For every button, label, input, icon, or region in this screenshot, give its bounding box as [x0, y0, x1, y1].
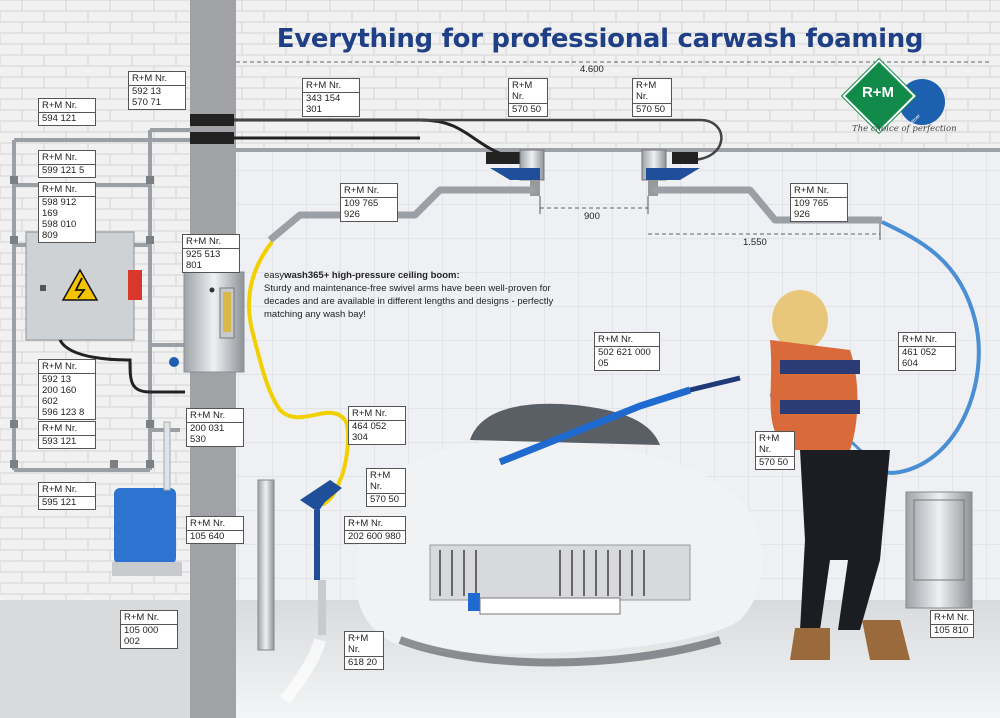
part-label: R+M Nr.200 031 530	[186, 408, 244, 447]
part-number: 593 121	[42, 436, 77, 447]
dimension-total-width: 4.600	[580, 64, 604, 75]
part-label-header: R+M Nr.	[341, 184, 397, 198]
part-number: 464 052 304	[352, 421, 387, 443]
part-number: 592 13	[132, 86, 162, 97]
part-label-header: R+M Nr.	[39, 151, 95, 165]
part-number: 109 765 926	[344, 198, 379, 220]
part-label-header: R+M Nr.	[39, 99, 95, 113]
part-label: R+M Nr.105 810	[930, 610, 974, 638]
description-block: easywash365+ high-pressure ceiling boom:…	[264, 269, 564, 321]
part-label: R+M Nr.570 50	[632, 78, 672, 117]
part-number: 202 600 980	[348, 531, 401, 542]
part-number: 570 50	[636, 104, 666, 115]
part-label: R+M Nr.594 121	[38, 98, 96, 126]
part-label: R+M Nr.109 765 926	[790, 183, 848, 222]
part-label-header: R+M Nr.	[791, 184, 847, 198]
part-label-header: R+M Nr.	[595, 333, 659, 347]
part-label: R+M Nr.464 052 304	[348, 406, 406, 445]
part-label: R+M Nr.595 121	[38, 482, 96, 510]
part-number: 200 031 530	[190, 423, 225, 445]
part-number: 599 121 5	[42, 165, 85, 176]
part-number: 105 810	[934, 625, 969, 636]
part-number: 592 13	[42, 374, 72, 385]
part-number: 109 765 926	[794, 198, 829, 220]
dimension-arm-length: 1.550	[743, 237, 767, 248]
part-label: R+M Nr.109 765 926	[340, 183, 398, 222]
part-number: 105 640	[190, 531, 225, 542]
part-label: R+M Nr.502 621 000 05	[594, 332, 660, 371]
part-number: 200 160 602	[42, 385, 77, 407]
part-label: R+M Nr.599 121 5	[38, 150, 96, 178]
part-label-header: R+M Nr.	[931, 611, 973, 625]
part-number: 595 121	[42, 497, 77, 508]
part-label-header: R+M Nr.	[899, 333, 955, 347]
part-label: R+M Nr.925 513 801	[182, 234, 240, 273]
part-label-header: R+M Nr.	[39, 483, 95, 497]
part-label: R+M Nr.105 640	[186, 516, 244, 544]
part-number: 570 50	[370, 494, 400, 505]
part-label: R+M Nr.593 121	[38, 421, 96, 449]
part-label: R+M Nr.618 20	[344, 631, 384, 670]
part-label-header: R+M Nr.	[345, 632, 383, 657]
rm-logo-text: R+M	[861, 84, 895, 101]
part-number: 598 010 809	[42, 219, 77, 241]
part-label: R+M Nr.570 50	[508, 78, 548, 117]
part-number: 105 000 002	[124, 625, 159, 647]
description-prefix: easy	[264, 270, 285, 281]
description-product: wash365+	[284, 270, 330, 281]
part-number: 594 121	[42, 113, 77, 124]
part-label: R+M Nr.105 000 002	[120, 610, 178, 649]
part-label-header: R+M Nr.	[39, 422, 95, 436]
part-label-header: R+M Nr.	[129, 72, 185, 86]
part-number: 343 154 301	[306, 93, 341, 115]
part-label-header: R+M Nr.	[345, 517, 405, 531]
part-label-header: R+M Nr.	[349, 407, 405, 421]
part-label: R+M Nr.570 50	[366, 468, 406, 507]
description-body: Sturdy and maintenance-free swivel arms …	[264, 283, 554, 320]
part-label-header: R+M Nr.	[303, 79, 359, 93]
part-label-header: R+M Nr.	[121, 611, 177, 625]
part-number: 461 052 604	[902, 347, 937, 369]
logo-tagline: The choice of perfection	[852, 124, 957, 134]
part-label-header: R+M Nr.	[183, 235, 239, 249]
part-label-header: R+M Nr.	[187, 409, 243, 423]
part-number: 596 123 8	[42, 407, 85, 418]
part-number: 570 71	[132, 97, 162, 108]
part-number: 925 513 801	[186, 249, 221, 271]
part-label: R+M Nr.343 154 301	[302, 78, 360, 117]
part-number: 618 20	[348, 657, 378, 668]
part-label-header: R+M Nr.	[187, 517, 243, 531]
part-number: 502 621 000 05	[598, 347, 651, 369]
part-label-header: R+M Nr.	[367, 469, 405, 494]
part-label: R+M Nr.461 052 604	[898, 332, 956, 371]
part-label-header: R+M Nr.	[756, 432, 794, 457]
part-number: 570 50	[512, 104, 542, 115]
part-label-header: R+M Nr.	[509, 79, 547, 104]
part-label-header: R+M Nr.	[39, 360, 95, 374]
part-label: R+M Nr.202 600 980	[344, 516, 406, 544]
part-label-header: R+M Nr.	[39, 183, 95, 197]
dimension-arm-spacing: 900	[584, 211, 600, 222]
part-number: 598 912 169	[42, 197, 77, 219]
page-title: Everything for professional carwash foam…	[276, 24, 924, 54]
description-heading: high-pressure ceiling boom:	[329, 270, 460, 281]
part-label-header: R+M Nr.	[633, 79, 671, 104]
part-label: R+M Nr.570 50	[755, 431, 795, 470]
part-number: 570 50	[759, 457, 789, 468]
